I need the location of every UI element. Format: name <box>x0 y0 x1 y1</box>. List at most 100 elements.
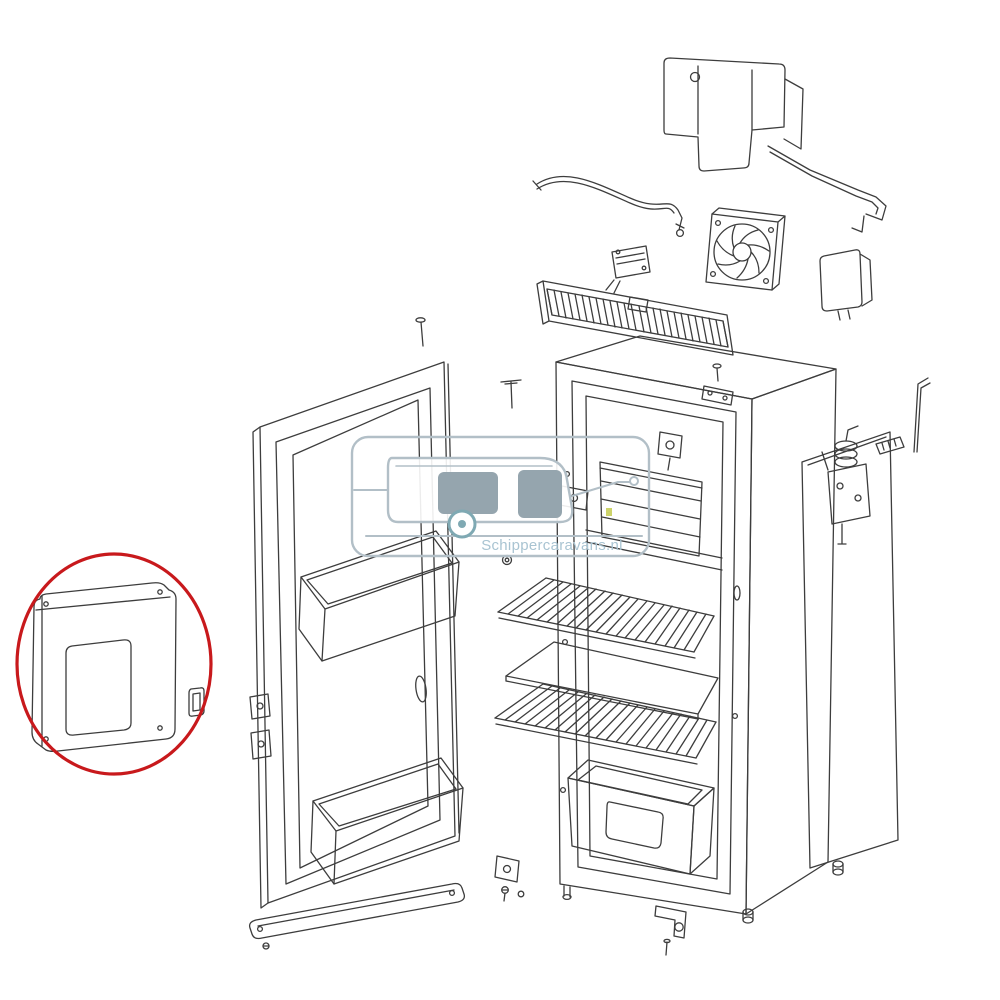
bin-upper-rim-inner <box>306 536 453 605</box>
caravan-wheel-hub <box>458 520 466 528</box>
burner-bracket <box>821 451 829 471</box>
part-ignition-box <box>819 249 873 321</box>
burner-wire <box>845 425 859 442</box>
part-t-screw <box>500 379 522 409</box>
bracket-hook <box>851 215 865 233</box>
crisper-drawer <box>567 759 715 875</box>
door-inner-frame <box>275 387 441 885</box>
small-bracket-hole <box>502 864 512 874</box>
cover-flange <box>783 78 804 150</box>
part-top-hinge-bracket <box>701 363 734 406</box>
crisper-recess <box>605 801 664 849</box>
bottom-hinge-bracket <box>654 905 687 956</box>
door-outline <box>259 361 456 904</box>
cabinet-liner <box>585 395 724 880</box>
spare-plate-outline <box>875 436 905 455</box>
part-control-module <box>605 245 651 294</box>
small-screw-1-slot <box>501 889 509 902</box>
part-door-bottom-rail <box>248 882 466 950</box>
grille-clip <box>627 296 649 313</box>
box-foot <box>837 309 851 321</box>
burner-coil-3 <box>834 456 858 468</box>
rail-inner-line <box>257 889 455 927</box>
door-handle-recess <box>415 675 427 703</box>
winter-cover-flap <box>65 639 132 736</box>
door-liner <box>292 399 429 869</box>
cabinet-side <box>745 368 837 915</box>
watermark: Schippercaravans.nl <box>350 435 651 558</box>
part-cooling-unit-cover <box>663 57 804 172</box>
evaporator-outline <box>599 461 703 557</box>
module-connector <box>605 279 621 294</box>
winter-cover-lip <box>35 596 171 611</box>
grille-slats <box>546 288 729 348</box>
grommet-inner <box>504 557 510 563</box>
hinge-pin-1 <box>256 702 264 710</box>
crisper-front <box>567 777 695 875</box>
part-door-screw <box>415 317 426 347</box>
module-lines <box>615 252 646 265</box>
thermostat-tail <box>667 457 671 471</box>
watermark-text: Schippercaravans.nl <box>481 537 623 554</box>
part-side-panel <box>801 431 899 869</box>
top-bracket-screw <box>716 367 719 382</box>
part-fridge-door <box>249 361 464 909</box>
door-right-thickness <box>447 363 460 834</box>
part-fan <box>705 207 786 291</box>
rail-hole-right <box>448 889 456 897</box>
shelf1-wires <box>497 577 715 653</box>
bin-lower-rim-inner <box>318 763 457 827</box>
cover-hole <box>689 71 701 83</box>
thermostat-hole <box>665 440 675 450</box>
cover-clip-slot <box>192 692 201 712</box>
top-bracket-hole-1 <box>707 390 713 396</box>
thermostat-body <box>657 431 683 459</box>
bracket-strip <box>767 145 887 221</box>
module-body <box>611 245 651 279</box>
cover-creases <box>697 65 753 135</box>
module-screw-1 <box>615 249 621 255</box>
door-catch <box>733 585 741 601</box>
fan-frame-depth <box>711 207 786 291</box>
part-shelf-plate <box>505 641 719 720</box>
side-panel-outline <box>801 431 899 869</box>
burner-hole-2 <box>854 494 862 502</box>
frame-screw-3 <box>559 786 567 794</box>
bottom-hinge-plate <box>654 905 687 939</box>
bin-lower-front <box>333 787 464 885</box>
caravan-window <box>438 472 498 514</box>
evaporator-top-bar <box>599 467 703 489</box>
foot-2-top <box>832 860 844 868</box>
hinge-block-1 <box>249 693 271 720</box>
evaporator-fins <box>600 480 702 538</box>
thermostat-bracket <box>657 431 683 471</box>
tube-fitting <box>675 228 685 238</box>
winter-cover-screw-4 <box>157 725 163 731</box>
caravan-hitch-ball <box>629 476 639 486</box>
part-winter-cover <box>31 582 177 752</box>
module-screw-2 <box>641 265 647 271</box>
burner-hole-1 <box>836 482 844 490</box>
box-front <box>819 249 863 312</box>
tube-end-left <box>532 180 542 191</box>
part-burner-assembly <box>821 425 871 545</box>
sensor-dot <box>606 508 612 516</box>
tube-line-2 <box>536 180 675 214</box>
cover-body <box>663 57 786 172</box>
highlight-circle <box>15 552 213 776</box>
door-left-thickness <box>252 426 269 909</box>
part-spare-plate <box>875 436 905 455</box>
fan-hole-3 <box>709 270 717 278</box>
hinge-block-2 <box>250 729 272 760</box>
hinge-pin-2 <box>257 740 265 748</box>
fan-hole-1 <box>714 219 722 227</box>
part-wire-shelf-2 <box>494 683 717 765</box>
burner-coil-1 <box>834 440 858 452</box>
foot-2-base <box>832 868 844 876</box>
tube-line-1 <box>536 175 683 231</box>
bracket-strip-inner <box>769 151 879 215</box>
t-screw-shaft <box>510 381 513 409</box>
door-screw-shaft <box>420 321 424 347</box>
